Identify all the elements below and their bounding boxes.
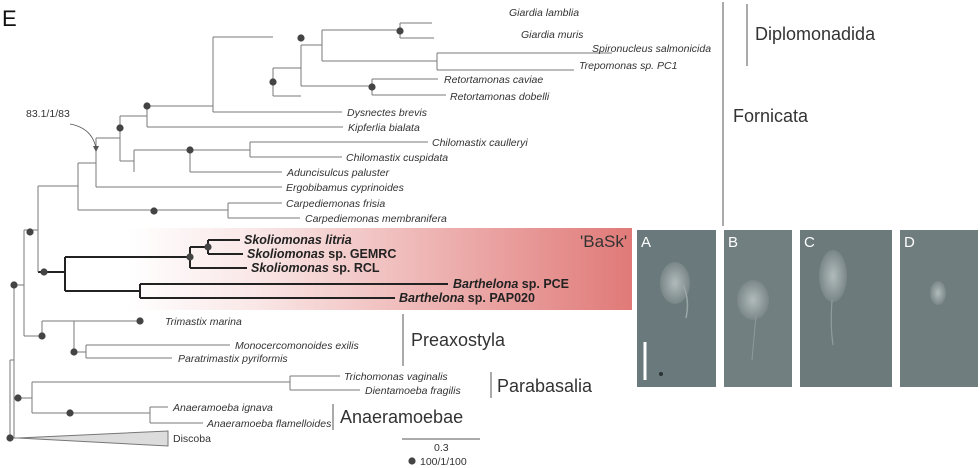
leaf-trichomonas: Trichomonas vaginalis <box>344 371 448 383</box>
leaf-ergobibamus: Ergobibamus cyprinoides <box>286 182 405 194</box>
clade-label-preaxostyla: Preaxostyla <box>411 330 506 350</box>
support-legend-text: 100/1/100 <box>420 456 467 468</box>
micrograph-c: C <box>800 230 892 387</box>
leaf-dientamoeba: Dientamoeba fragilis <box>365 385 461 397</box>
leaf-monocercomonoides: Monocercomonoides exilis <box>235 340 359 352</box>
leaf-trepomonas: Trepomonas sp. PC1 <box>579 60 677 72</box>
leaf-retortamonas-caviae: Retortamonas caviae <box>444 74 543 86</box>
leaf-trimastix: Trimastix marina <box>165 316 242 328</box>
micrograph-label: D <box>904 234 915 251</box>
leaf-dysnectes: Dysnectes brevis <box>347 107 428 119</box>
scale-value: 0.3 <box>434 442 449 454</box>
leaf-discoba: Discoba <box>173 433 211 445</box>
leaf-giardia-lamblia: Giardia lamblia <box>509 7 579 19</box>
leaf-retortamonas-dobelli: Retortamonas dobelli <box>450 91 550 103</box>
leaf-aduncisulcus: Aduncisulcus paluster <box>286 167 390 179</box>
support-dots <box>6 27 404 442</box>
micrograph-label: B <box>728 234 738 251</box>
support-annotation: 83.1/1/83 <box>26 108 70 120</box>
leaf-chilomastix-caulleryi: Chilomastix caulleryi <box>432 137 528 149</box>
clade-label-fornicata: Fornicata <box>733 106 809 126</box>
clade-label-anaeramoebae: Anaeramoebae <box>340 407 463 427</box>
leaf-giardia-muris: Giardia muris <box>521 29 584 41</box>
clade-label-bask: 'BaSk' <box>580 232 627 251</box>
fornicata-branches <box>37 22 612 272</box>
micrograph-d: D <box>900 230 978 387</box>
clade-label-diplomonadida: Diplomonadida <box>755 24 876 44</box>
leaf-skoliomonas-rcl: Skoliomonas sp. RCL <box>251 261 380 275</box>
micrograph-b: B <box>724 230 792 387</box>
leaf-paratrimastix: Paratrimastix pyriformis <box>178 353 288 365</box>
leaf-carpediemonas-frisia: Carpediemonas frisia <box>286 198 385 210</box>
leaf-spironucleus: Spironucleus salmonicida <box>592 43 711 55</box>
leaf-carpediemonas-membranifera: Carpediemonas membranifera <box>305 213 447 225</box>
leaf-chilomastix-cuspidata: Chilomastix cuspidata <box>346 152 448 164</box>
bask-branches <box>38 239 448 299</box>
leaf-barthelona-pce: Barthelona sp. PCE <box>453 277 569 291</box>
micrograph-label: C <box>804 234 815 251</box>
discoba-collapsed-clade <box>17 430 169 447</box>
leaf-skoliomonas-gemrc: Skoliomonas sp. GEMRC <box>247 247 396 261</box>
clade-label-parabasalia: Parabasalia <box>497 376 593 396</box>
micrograph-label: A <box>641 234 651 251</box>
leaf-barthelona-pap020: Barthelona sp. PAP020 <box>399 291 535 305</box>
leaf-anaeramoeba-ignava: Anaeramoeba ignava <box>172 402 273 414</box>
leaf-skoliomonas-litria: Skoliomonas litria <box>244 233 352 247</box>
leaf-anaeramoeba-flamelloides: Anaeramoeba flamelloides <box>206 418 332 430</box>
micrograph-a: A <box>637 230 716 387</box>
legend-dot <box>408 457 416 465</box>
annotation-arrow <box>69 123 97 149</box>
panel-label: E <box>2 6 17 31</box>
leaf-kipferlia: Kipferlia bialata <box>348 122 420 134</box>
annotation-arrowhead <box>93 146 99 152</box>
